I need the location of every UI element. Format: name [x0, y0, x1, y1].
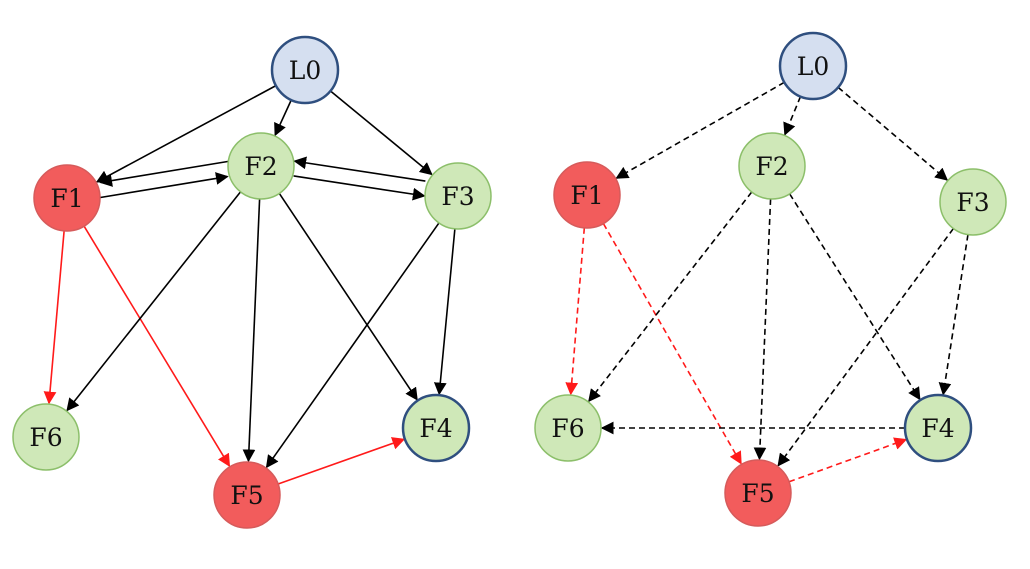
edge-f3-to-f5: [777, 228, 955, 467]
edge-f2-to-f1: [99, 160, 229, 187]
node-label: L0: [797, 52, 830, 81]
edge-f3-to-f2: [293, 156, 426, 182]
node-label: F5: [230, 481, 263, 510]
node-label: F1: [50, 184, 83, 213]
node-f3: F3: [424, 162, 492, 230]
node-label: F2: [755, 152, 788, 181]
node-l0: L0: [270, 35, 340, 105]
edge-f2-to-f4: [278, 192, 418, 401]
edge-f2-to-f5: [242, 198, 261, 463]
node-label: F4: [419, 414, 452, 443]
edge-f1-to-f6: [43, 230, 65, 405]
node-circle: [227, 132, 295, 200]
edge-f2-to-f4: [788, 193, 921, 401]
node-f5: F5: [724, 459, 792, 527]
edge-f1-to-f6: [565, 227, 586, 396]
edge-l0-to-f2: [783, 96, 802, 136]
node-circle: [903, 393, 973, 463]
node-circle: [424, 162, 492, 230]
node-label: F5: [741, 479, 774, 508]
edge-l0-to-f3: [837, 86, 949, 181]
node-f2: F2: [227, 132, 295, 200]
edge-f3-to-f4: [938, 234, 969, 396]
edge-f3-to-f5: [265, 222, 440, 469]
node-f5: F5: [213, 461, 281, 529]
node-label: F6: [29, 423, 62, 452]
edge-l0-to-f3: [329, 90, 433, 176]
node-circle: [33, 164, 101, 232]
edge-f2-to-f6: [66, 191, 242, 412]
node-label: F3: [956, 188, 989, 217]
node-l0: L0: [778, 31, 848, 101]
edge-f2-to-f6: [588, 191, 753, 403]
node-label: F3: [441, 182, 474, 211]
node-circle: [270, 35, 340, 105]
edge-f3-to-f4: [433, 228, 456, 396]
node-label: F2: [244, 152, 277, 181]
node-label: F6: [551, 414, 584, 443]
edge-f5-to-f4: [788, 437, 908, 483]
node-label: L0: [289, 56, 322, 85]
node-circle: [534, 394, 602, 462]
node-circle: [738, 132, 806, 200]
node-f1: F1: [33, 164, 101, 232]
node-circle: [12, 403, 80, 471]
node-circle: [724, 459, 792, 527]
node-circle: [401, 393, 471, 463]
node-label: F1: [570, 181, 603, 210]
node-label: F4: [921, 414, 954, 443]
node-circle: [778, 31, 848, 101]
node-f2: F2: [738, 132, 806, 200]
edge-l0-to-f1: [615, 81, 785, 179]
edge-l0-to-f1: [95, 84, 277, 183]
edge-f1-to-f2: [99, 172, 229, 199]
edge-f2-to-f3: [293, 175, 426, 201]
edge-f5-to-f4: [277, 437, 406, 485]
node-f3: F3: [939, 168, 1007, 236]
edge-f2-to-f5: [753, 198, 772, 461]
edge-f1-to-f5: [602, 223, 742, 465]
node-f6: F6: [12, 403, 80, 471]
node-f4: F4: [903, 393, 973, 463]
node-circle: [939, 168, 1007, 236]
node-f1: F1: [553, 161, 621, 229]
node-f4: F4: [401, 393, 471, 463]
node-circle: [553, 161, 621, 229]
edge-f1-to-f5: [83, 225, 231, 468]
node-circle: [213, 461, 281, 529]
node-f6: F6: [534, 394, 602, 462]
edge-l0-to-f2: [274, 99, 292, 137]
